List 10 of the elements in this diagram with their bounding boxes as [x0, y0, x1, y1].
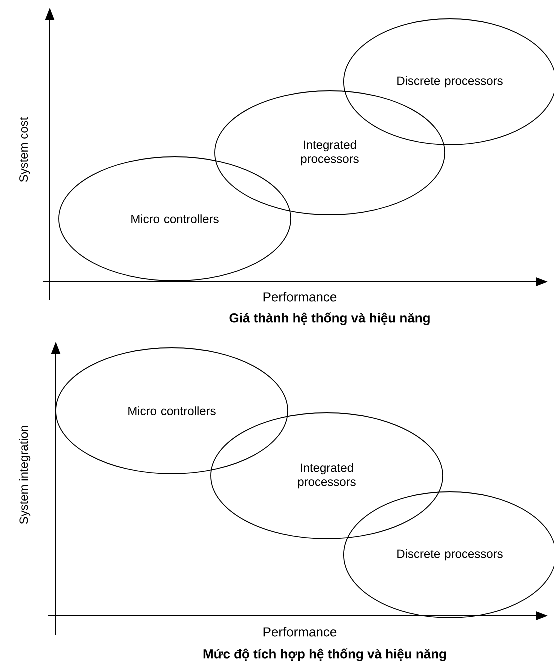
ellipse-region: Micro controllers	[56, 348, 288, 474]
ellipse-region: Integrated processors	[214, 90, 446, 216]
ellipse-region: Micro controllers	[58, 156, 292, 282]
axis-label: Performance	[264, 292, 337, 302]
axis-label: Performance	[264, 627, 337, 637]
caption: Mức độ tích hợp hệ thống và hiệu năng	[204, 648, 446, 662]
axis-label: System cost	[20, 117, 30, 182]
caption: Giá thành hệ thống và hiệu năng	[230, 312, 430, 326]
ellipse-region: Discrete processors	[343, 492, 554, 618]
axis-label: System integration	[19, 426, 31, 524]
